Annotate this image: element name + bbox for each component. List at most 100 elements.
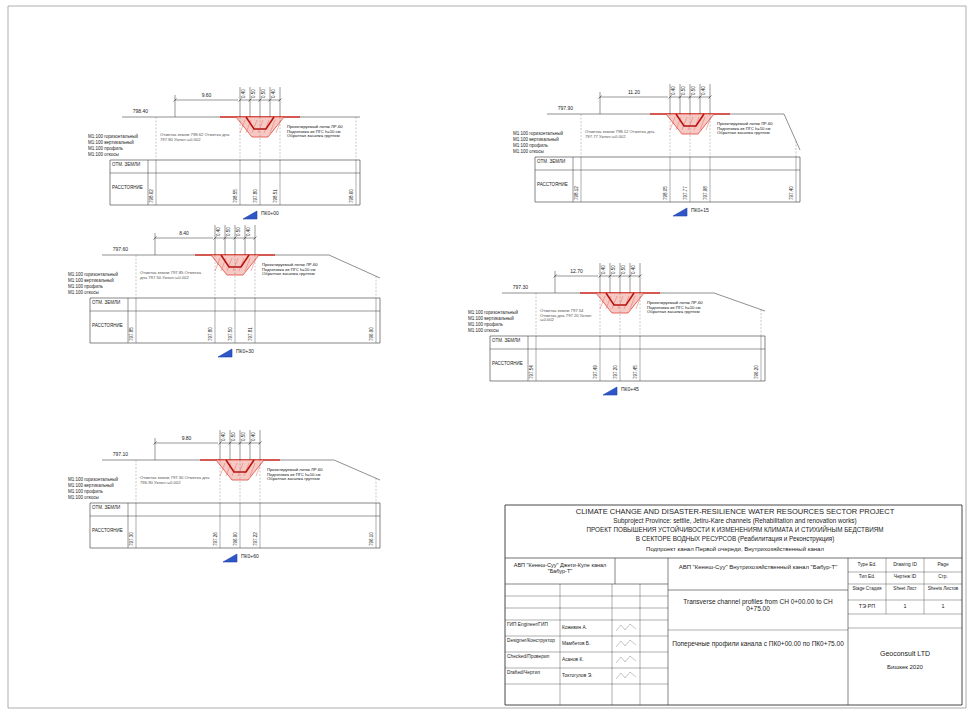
elevation-value: 796.10 <box>370 532 375 546</box>
name-cell: Токтогулов Э. <box>562 673 610 678</box>
existing-levels-note: Отметка земли 797.30 Отметка дна 796.90 … <box>140 476 214 485</box>
scale-note: М1:100 профиль <box>68 285 103 290</box>
dimension-line <box>215 238 255 239</box>
elevation-value: 797.81 <box>249 327 254 341</box>
grid-line <box>240 117 241 160</box>
channel-design-note: Проектируемый лоток ЛР-60 Подготовка из … <box>647 301 713 315</box>
dimension-value: 0.40 <box>702 86 707 95</box>
station-marker <box>673 208 687 216</box>
table-column-line <box>376 503 377 548</box>
dimension-value: 0.40 <box>672 86 677 95</box>
scale-note: М1:100 откосы <box>468 329 499 334</box>
table-header-line <box>528 336 529 381</box>
excavation-outline <box>211 255 259 275</box>
table-column-line <box>260 160 261 205</box>
elevation-value: 798.55 <box>234 189 239 203</box>
table-column-line <box>235 298 236 343</box>
grid-line <box>240 460 241 503</box>
elevation-value: 797.54 <box>530 365 535 379</box>
table-row-header: ОТМ. ЗЕМЛИ <box>537 160 572 165</box>
elevation-value: 798.05 <box>664 186 669 200</box>
table-row-line <box>490 349 765 350</box>
sheet-frame <box>8 6 966 708</box>
dimension-extension-line <box>280 87 281 117</box>
project-title: ПРОЕКТ ПОВЫШЕНИЯ УСТОЙЧИВОСТИ К ИЗМЕНЕНИ… <box>510 527 960 534</box>
table-column-line <box>761 336 762 381</box>
table-row-header: ОТМ. ЗЕМЛИ <box>112 163 147 168</box>
signature <box>616 640 636 647</box>
elevation-value: 797.77 <box>684 186 689 200</box>
dimension-tick <box>154 442 157 445</box>
elevation-value: 797.80 <box>254 189 259 203</box>
dimension-extension-line <box>260 87 261 117</box>
table-cell: Sheets Листов <box>925 586 961 591</box>
drawing-title: Поперечные профили канала с ПК0+00.00 по… <box>672 640 844 647</box>
title-block-line <box>505 558 962 559</box>
title-block-line <box>848 600 962 601</box>
table-header-line <box>573 157 574 202</box>
grid-line <box>796 141 797 157</box>
title-block-line <box>848 614 962 615</box>
table-cell: Type Ed. <box>849 562 885 567</box>
dimension-value: 0.50 <box>682 86 687 95</box>
elevation-value: 797.98 <box>704 186 709 200</box>
profile-table <box>110 160 360 205</box>
table-row-header: ОТМ. ЗЕМЛИ <box>492 339 527 344</box>
table-row-header: РАССТОЯНИЕ <box>492 362 527 367</box>
ground-line <box>547 114 800 150</box>
title-block-line <box>615 558 616 584</box>
drawing-title: Transverse channel profiles from CH 0+00… <box>672 598 844 612</box>
table-cell: Стр. <box>925 574 961 579</box>
title-block-line <box>848 558 849 705</box>
table-column-line <box>690 157 691 202</box>
existing-levels-note: Отметка земли 798.12 Отметка дна 797.77 … <box>585 130 664 139</box>
table-row-line <box>110 173 360 174</box>
station-label: ПК0+45 <box>621 387 639 393</box>
station-marker <box>243 211 257 219</box>
elevation-value: 797.45 <box>634 365 639 379</box>
excavation-outline <box>236 117 284 137</box>
client-name: АВП "Кенеш-Суу" Джети-Куле канал "Бабур-… <box>507 562 613 574</box>
dimension-tick <box>154 237 157 240</box>
excavation-hatch <box>706 117 711 130</box>
title-block-line <box>668 630 848 631</box>
company-name: Geoconsult LTD <box>850 650 960 658</box>
dimension-extension-line <box>240 87 241 117</box>
dimension-extension-line <box>155 438 156 460</box>
table-row-header: РАССТОЯНИЕ <box>92 324 127 329</box>
role-cell: ГИП Engineer/ГИП <box>507 622 559 627</box>
title-block-line <box>505 668 668 669</box>
dimension-value: 0.40 <box>252 432 257 441</box>
scale-note: М1:100 горизонтальный <box>88 135 138 140</box>
table-row-line <box>535 170 800 171</box>
grid-line <box>761 310 762 336</box>
elevation-value: 798.12 <box>575 186 580 200</box>
grid-line <box>670 114 671 157</box>
dimension-line <box>175 100 238 101</box>
table-row-header: РАССТОЯНИЕ <box>537 183 572 188</box>
elevation-value: 797.26 <box>214 532 219 546</box>
dimension-extension-line <box>155 233 156 255</box>
name-cell: Кожевин А. <box>562 625 610 630</box>
role-cell: Checked/Проверил <box>507 654 559 659</box>
grid-line <box>620 293 621 336</box>
dimension-line <box>670 97 710 98</box>
table-cell: Sheet Лист <box>887 586 923 591</box>
role-cell: Drafted/Чертил <box>507 670 559 675</box>
dimension-extension-line <box>600 92 601 114</box>
elevation-value: 796.90 <box>234 532 239 546</box>
channel-design-note: Проектируемый лоток ЛР-60 Подготовка из … <box>262 263 328 277</box>
grid-line <box>600 293 601 336</box>
station-marker <box>603 387 617 395</box>
profile-table <box>90 503 380 548</box>
excavation-outline <box>666 114 714 134</box>
table-column-line <box>796 157 797 202</box>
station-label: ПК0+00 <box>261 211 279 217</box>
dimension-value: 0.40 <box>217 227 222 236</box>
title-block-line <box>668 590 848 591</box>
name-cell: Мамбетов Б. <box>562 641 610 646</box>
scale-note: М1:100 откосы <box>513 150 544 155</box>
title-block-line <box>505 596 668 597</box>
table-cell: Stage Стадия <box>849 586 885 591</box>
elevation-value: 797.80 <box>209 327 214 341</box>
